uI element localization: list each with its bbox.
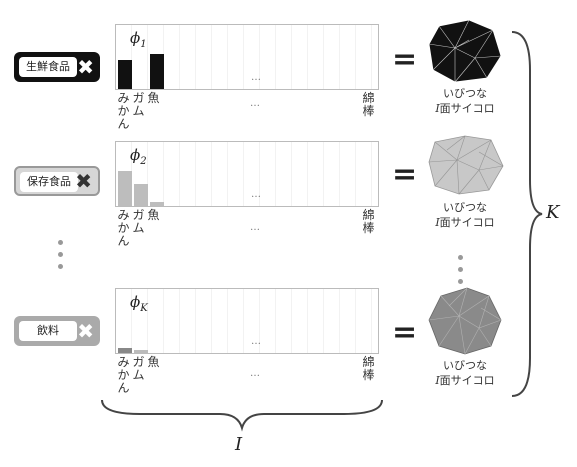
brace-label-i: I <box>235 434 243 455</box>
histogram-bar <box>150 202 164 206</box>
irregular-die-icon <box>428 19 502 83</box>
x-label-fish: 魚 <box>147 355 160 369</box>
tag-label: 生鮮食品 <box>19 57 77 77</box>
equals-sign: = <box>392 157 418 192</box>
x-label-cotton-swab: 綿 棒 <box>362 91 375 118</box>
right-brace-icon <box>511 31 543 397</box>
x-label-cotton-swab: 綿 棒 <box>362 208 375 235</box>
tag-fresh-food[interactable]: 生鮮食品 ✖ <box>14 52 100 82</box>
histogram-phi-1: ϕ1 … <box>115 24 379 90</box>
x-label-ellipsis: … <box>250 368 260 379</box>
histogram-ellipsis: … <box>251 72 262 83</box>
irregular-die-icon <box>428 287 502 355</box>
histogram-bar <box>134 184 148 206</box>
histogram-phi-k: ϕK … <box>115 288 379 354</box>
histogram-bar <box>118 348 132 353</box>
equals-sign: = <box>392 315 418 350</box>
tag-drinks[interactable]: 飲料 ✖ <box>14 316 100 346</box>
dice-label: いびつな I面サイコロ <box>435 359 495 387</box>
dice-label: いびつな I面サイコロ <box>435 87 495 115</box>
x-label-fish: 魚 <box>147 208 160 222</box>
close-icon[interactable]: ✖ <box>77 319 94 343</box>
close-icon[interactable]: ✖ <box>75 169 92 193</box>
histogram-symbol: ϕK <box>130 293 148 314</box>
vertical-ellipsis-left <box>58 240 64 276</box>
histogram-bar <box>134 350 148 353</box>
dice-label: いびつな I面サイコロ <box>435 201 495 229</box>
histogram-symbol: ϕ1 <box>130 29 147 50</box>
histogram-bar <box>118 60 132 89</box>
histogram-bar <box>150 54 164 89</box>
x-label-mikan: み か ん <box>117 208 130 248</box>
x-label-ellipsis: … <box>250 222 260 233</box>
tag-label: 保存食品 <box>20 172 78 192</box>
bottom-brace-icon <box>101 399 383 432</box>
irregular-die-icon <box>428 135 504 195</box>
x-label-fish: 魚 <box>147 91 160 105</box>
x-label-mikan: み か ん <box>117 91 130 131</box>
brace-label-k: K <box>546 202 560 223</box>
x-label-ellipsis: … <box>250 98 260 109</box>
histogram-ellipsis: … <box>251 189 262 200</box>
tag-label: 飲料 <box>19 321 77 341</box>
histogram-ellipsis: … <box>251 336 262 347</box>
vertical-ellipsis-right <box>458 255 464 291</box>
equals-sign: = <box>392 42 418 77</box>
x-label-gum: ガ ム <box>132 208 145 235</box>
x-label-gum: ガ ム <box>132 91 145 118</box>
histogram-phi-2: ϕ2 … <box>115 141 379 207</box>
histogram-bar <box>118 171 132 206</box>
tag-preserved-food[interactable]: 保存食品 ✖ <box>14 166 100 196</box>
x-label-gum: ガ ム <box>132 355 145 382</box>
histogram-symbol: ϕ2 <box>130 146 147 167</box>
x-label-mikan: み か ん <box>117 355 130 395</box>
close-icon[interactable]: ✖ <box>77 55 94 79</box>
x-label-cotton-swab: 綿 棒 <box>362 355 375 382</box>
